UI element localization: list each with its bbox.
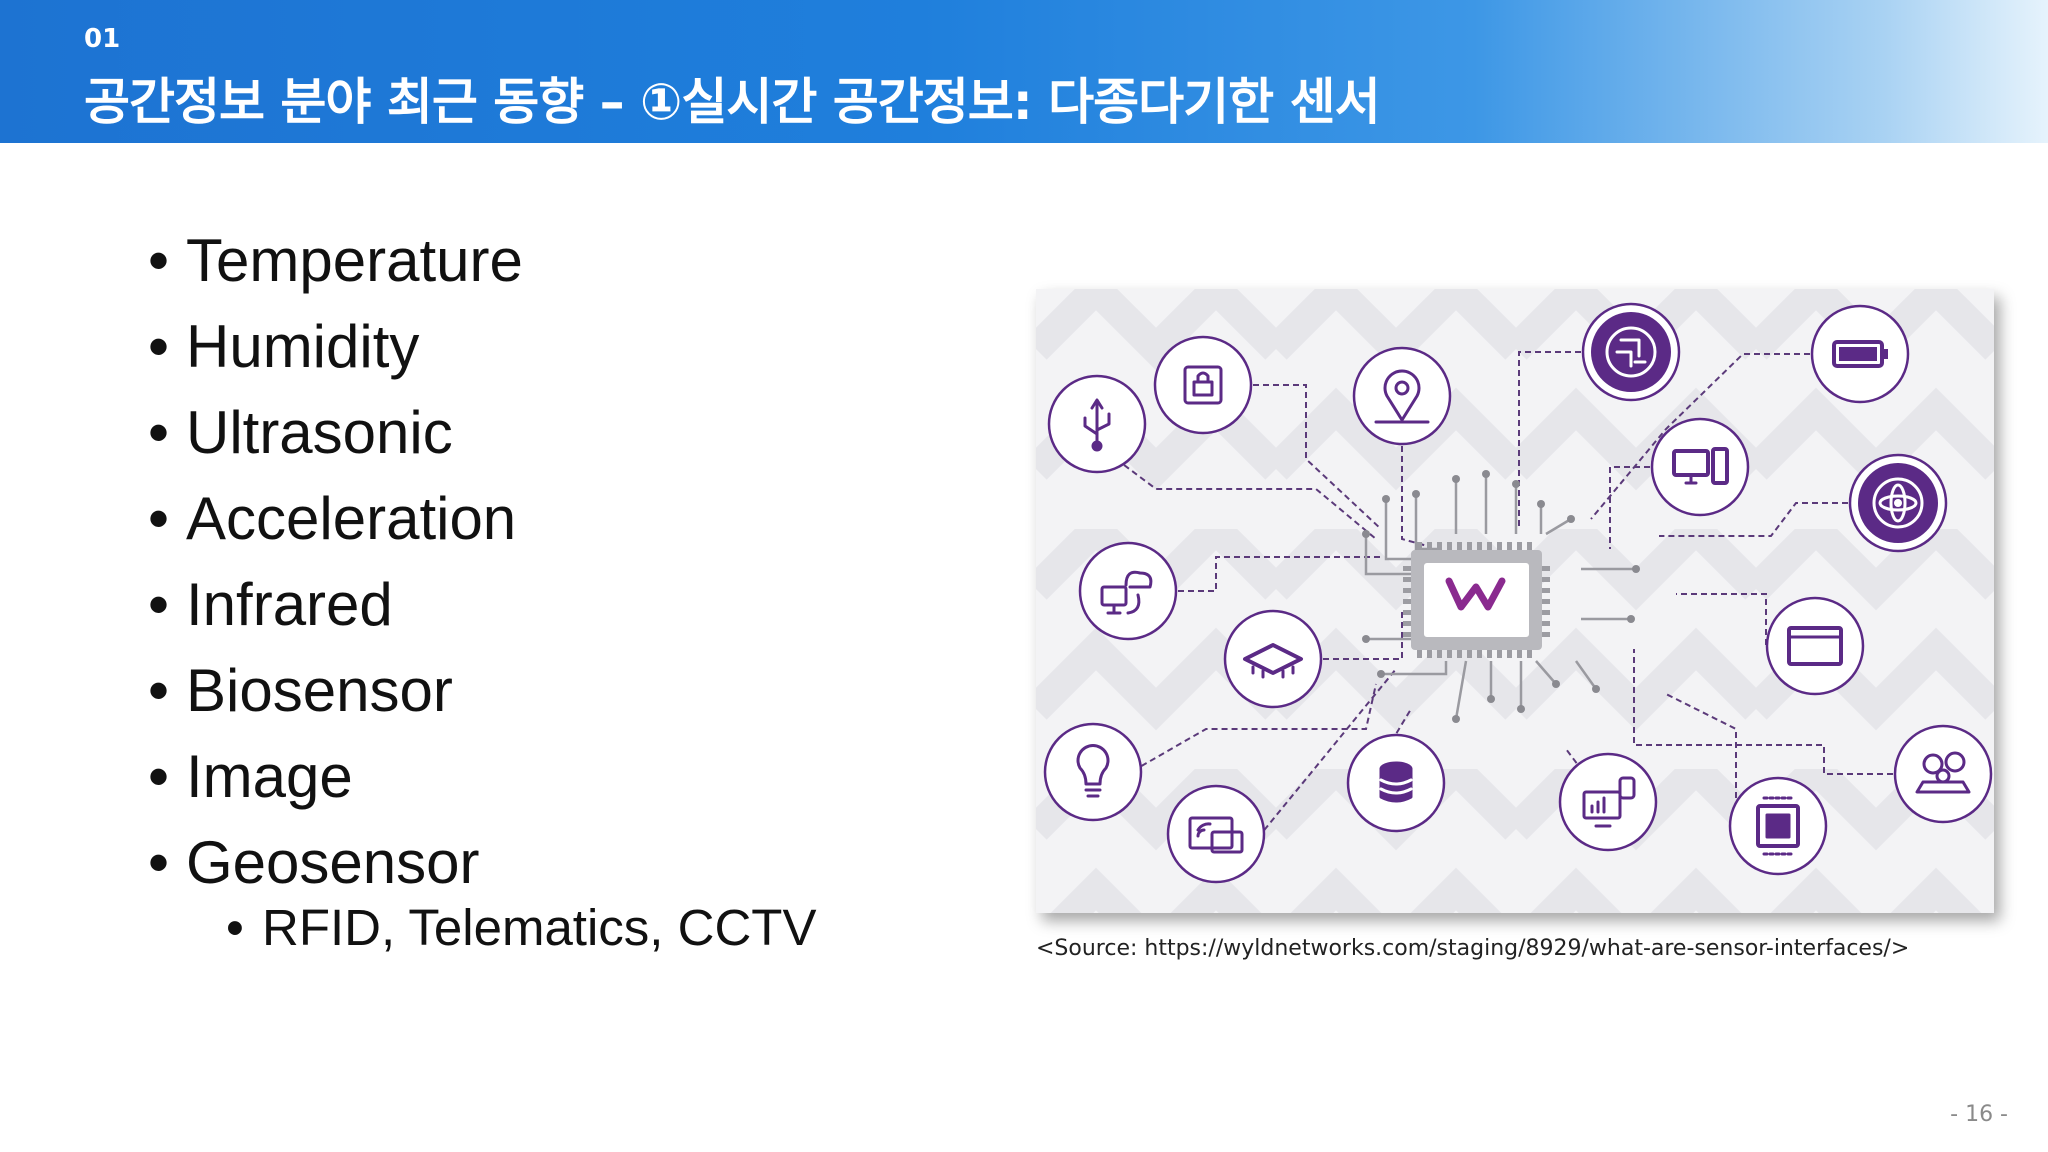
computer-icon <box>1650 417 1750 517</box>
source-caption: <Source: https://wyldnetworks.com/stagin… <box>1036 936 1910 961</box>
usb-icon <box>1047 374 1147 474</box>
list-item: Biosensor <box>148 648 523 734</box>
processor-icon <box>1728 776 1828 876</box>
central-chip <box>1403 542 1550 658</box>
team-chat-icon <box>1893 724 1993 824</box>
lock-chip-icon <box>1153 335 1253 435</box>
circuit-brain-icon <box>1581 302 1681 402</box>
cloud-sync-icon <box>1078 541 1178 641</box>
database-icon <box>1346 733 1446 833</box>
list-item: Humidity <box>148 304 523 390</box>
list-item: Temperature <box>148 218 523 304</box>
list-item: Ultrasonic <box>148 390 523 476</box>
slide-header: 01 공간정보 분야 최근 동향 – ①실시간 공간정보: 다종다기한 센서 <box>0 0 2048 143</box>
atom-icon <box>1848 453 1948 553</box>
list-item: Acceleration <box>148 476 523 562</box>
sensor-interfaces-illustration <box>1036 289 1994 913</box>
lightbulb-icon <box>1043 722 1143 822</box>
browser-window-icon <box>1765 596 1865 696</box>
wireless-screen-icon <box>1166 784 1266 884</box>
analytics-display-icon <box>1558 752 1658 852</box>
location-pin-icon <box>1352 346 1452 446</box>
page-number: - 16 - <box>1950 1102 2008 1127</box>
geosensor-sublist: RFID, Telematics, CCTV <box>226 893 816 963</box>
list-item: Image <box>148 734 523 820</box>
microchip-icon <box>1223 609 1323 709</box>
battery-icon <box>1810 304 1910 404</box>
list-item: Infrared <box>148 562 523 648</box>
slide-title: 공간정보 분야 최근 동향 – ①실시간 공간정보: 다종다기한 센서 <box>84 73 1381 131</box>
sensor-list: Temperature Humidity Ultrasonic Accelera… <box>148 218 523 906</box>
list-item: Geosensor <box>148 820 523 906</box>
list-item: RFID, Telematics, CCTV <box>226 893 816 963</box>
section-number: 01 <box>84 24 121 54</box>
